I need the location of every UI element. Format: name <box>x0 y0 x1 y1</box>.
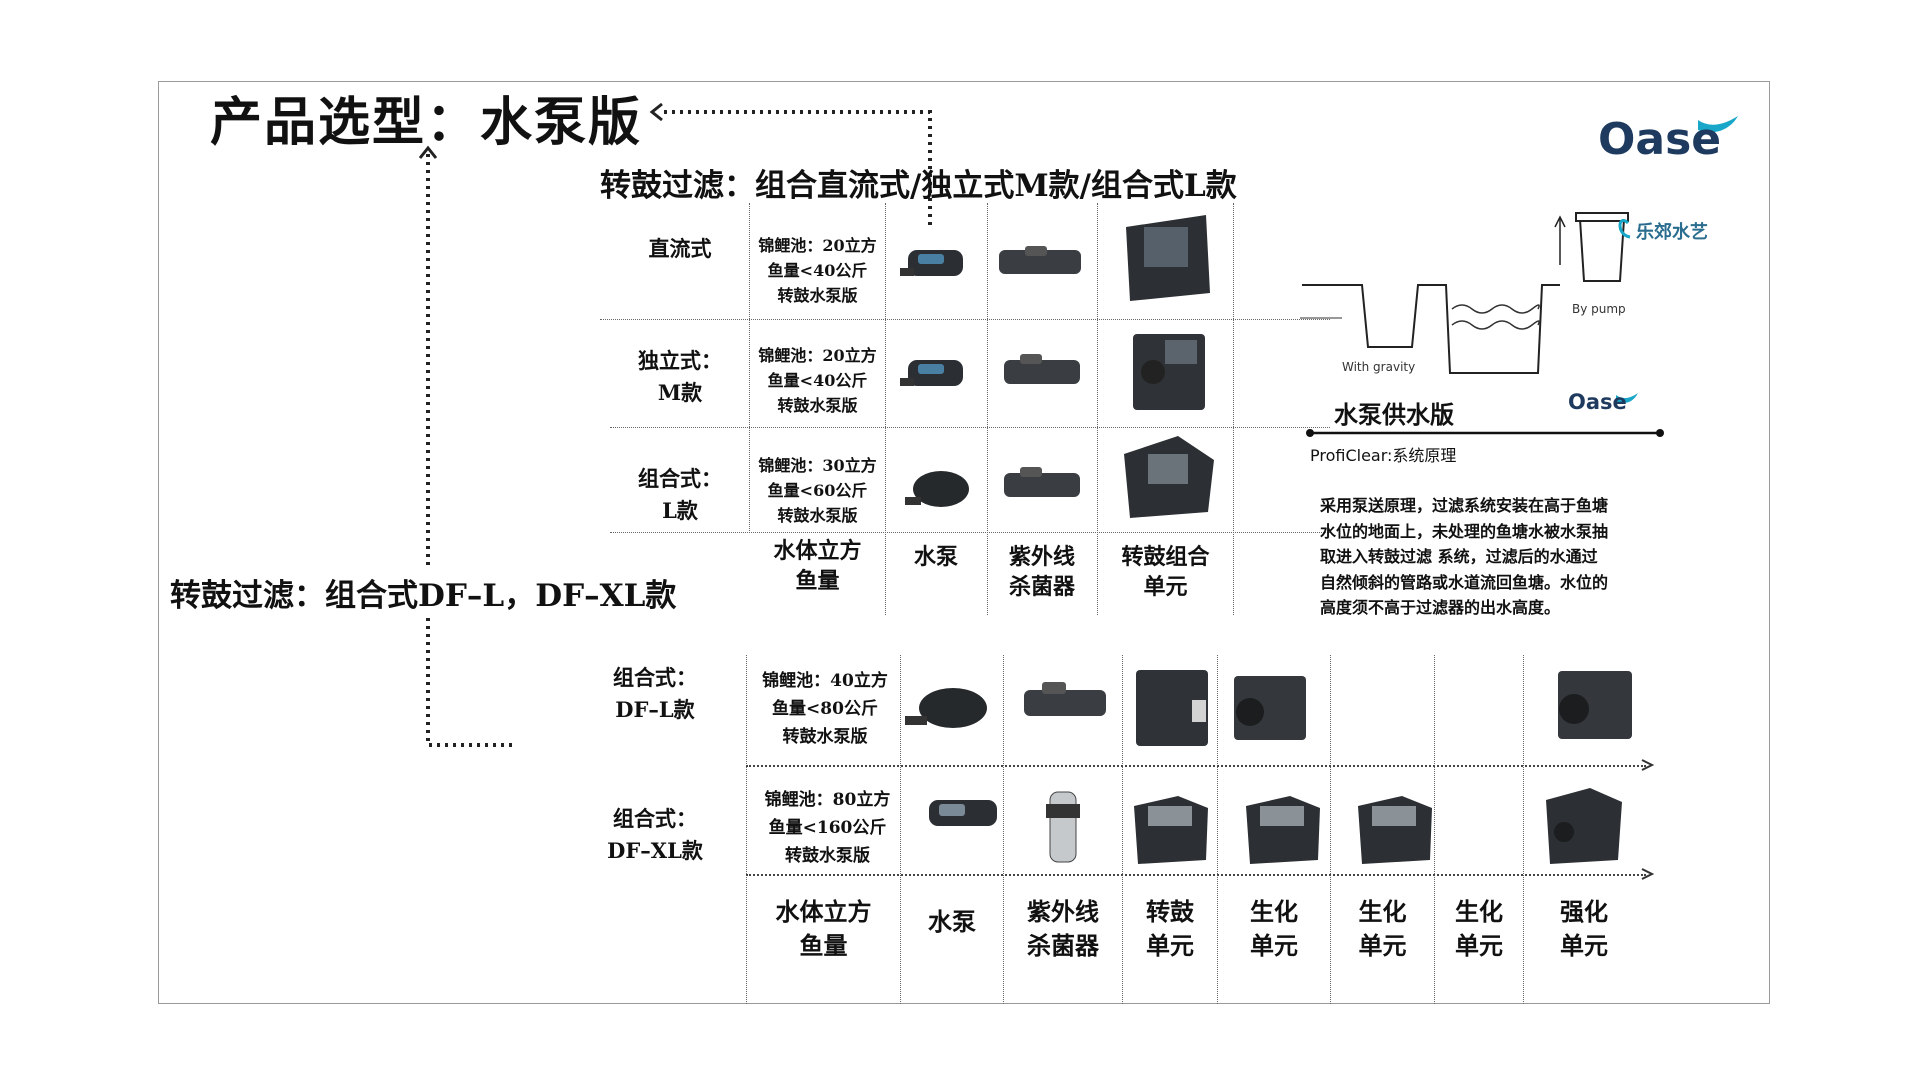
drum-unit-image <box>1134 796 1208 864</box>
slide-frame <box>158 81 1770 1004</box>
bio-unit-image <box>1358 796 1432 864</box>
grid-line <box>1434 655 1435 1004</box>
partner-logo: 乐郊水艺 <box>1636 222 1708 243</box>
section-top-heading: 转鼓过滤：组合直流式/独立式M款/组合式L款 <box>600 168 1237 204</box>
row-label-df-xl: 组合式： DF–XL款 <box>607 806 703 863</box>
col-head-pump: 水泵 <box>913 544 958 570</box>
col-head-bio-1: 生化 单元 <box>1250 897 1298 960</box>
with-gravity-label: With gravity <box>1342 360 1416 374</box>
uv-clarifier-image <box>999 246 1081 274</box>
drum-unit-image <box>1136 670 1208 746</box>
col-head-volume: 水体立方 鱼量 <box>773 538 862 594</box>
page-title: 产品选型：水泵版 <box>210 93 643 153</box>
uv-clarifier-image <box>1046 791 1080 863</box>
drum-filter-unit-image <box>1126 215 1210 301</box>
col-head-drum: 转鼓 单元 <box>1146 897 1194 960</box>
row-label-straight: 直流式 <box>648 236 712 261</box>
uv-clarifier-image <box>1024 682 1106 716</box>
grid-line <box>1122 655 1123 1004</box>
by-pump-label: By pump <box>1572 302 1626 316</box>
oase-wave-icon <box>1698 116 1738 133</box>
col-head-pump: 水泵 <box>928 907 976 936</box>
col-head-volume: 水体立方 鱼量 <box>775 897 872 960</box>
row-spec-combo-l: 锦鲤池：30立方 鱼量<60公斤 转鼓水泵版 <box>758 456 877 525</box>
diagram-caption: ProfiClear:系统原理 <box>1310 446 1457 465</box>
row-divider <box>746 765 1646 767</box>
grid-line <box>749 203 750 531</box>
grid-line <box>1523 655 1524 1004</box>
col-head-bio-2: 生化 单元 <box>1358 897 1407 960</box>
bio-unit-image <box>1234 676 1306 740</box>
drum-filter-unit-image <box>1133 334 1205 410</box>
row-divider <box>600 319 1330 320</box>
row-label-standalone-m: 独立式： M款 <box>638 348 722 405</box>
row-spec-standalone-m: 锦鲤池：20立方 鱼量<40公斤 转鼓水泵版 <box>758 346 877 415</box>
grid-line <box>987 203 988 615</box>
row-divider <box>610 427 1330 428</box>
grid-line <box>746 655 747 1004</box>
pump-image <box>905 471 969 507</box>
grid-line <box>1233 203 1234 615</box>
row-arrowheads <box>1641 759 1655 880</box>
pump-image <box>900 250 963 276</box>
pump-image <box>900 360 963 386</box>
col-head-boost: 强化 单元 <box>1560 897 1608 960</box>
row-label-combo-l: 组合式： L款 <box>638 466 722 523</box>
pump-image <box>905 688 987 728</box>
row-divider <box>610 532 1330 533</box>
col-head-bio-3: 生化 单元 <box>1455 897 1503 960</box>
oase-small-logo: Oase <box>1568 390 1627 414</box>
grid-line <box>1217 655 1218 1004</box>
col-head-drum-combo: 转鼓组合 单元 <box>1121 544 1210 600</box>
pump-version-title: 水泵供水版 <box>1334 401 1454 429</box>
uv-clarifier-image <box>1004 467 1080 497</box>
pump-image <box>929 800 997 826</box>
bio-unit-image <box>1246 796 1320 864</box>
col-head-uv: 紫外线 杀菌器 <box>1027 897 1099 960</box>
grid-line <box>900 655 901 1004</box>
principle-description: 采用泵送原理，过滤系统安装在高于鱼塘 水位的地面上，未处理的鱼塘水被水泵抽 取进… <box>1320 496 1609 617</box>
boost-unit-image <box>1558 671 1632 739</box>
row-divider <box>746 874 1646 876</box>
grid-line <box>1097 203 1098 615</box>
row-spec-straight: 锦鲤池：20立方 鱼量<40公斤 转鼓水泵版 <box>758 236 877 305</box>
row-label-df-l: 组合式： DF–L款 <box>613 665 697 722</box>
grid-line <box>885 203 886 615</box>
boost-unit-image <box>1546 788 1622 864</box>
row-spec-df-xl: 锦鲤池：80立方 鱼量<160公斤 转鼓水泵版 <box>764 790 891 866</box>
system-principle-diagram <box>1300 212 1664 437</box>
grid-line <box>1003 655 1004 1004</box>
row-spec-df-l: 锦鲤池：40立方 鱼量<80公斤 转鼓水泵版 <box>762 671 888 747</box>
uv-clarifier-image <box>1004 354 1080 384</box>
section-bottom-heading: 转鼓过滤：组合式DF–L，DF–XL款 <box>170 578 677 614</box>
grid-line <box>1330 655 1331 1004</box>
col-head-uv: 紫外线 杀菌器 <box>1008 544 1075 600</box>
drum-filter-unit-image <box>1124 436 1214 518</box>
